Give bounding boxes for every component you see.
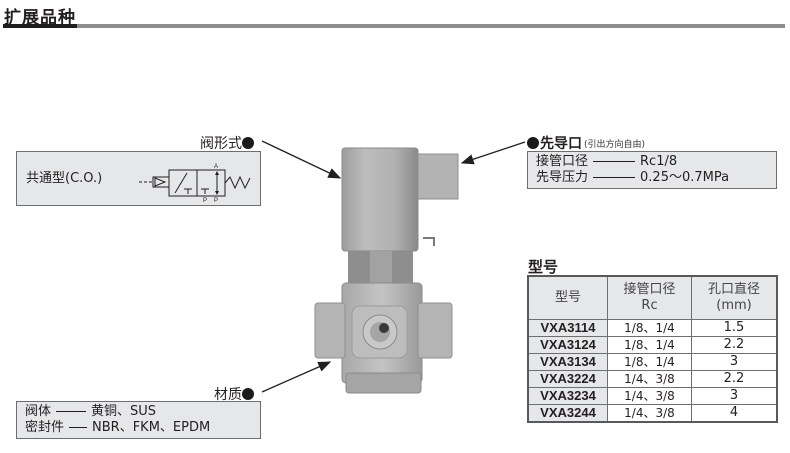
material-label: 材质 (214, 384, 254, 404)
pilot-port-label: 先导口 (引出方向自由) (527, 133, 645, 153)
valve-type-box: 共通型(C.O.) A P P (16, 151, 261, 206)
cell-orifice: 4 (691, 404, 778, 423)
cell-model: VXA3224 (527, 370, 608, 388)
leader-line (593, 161, 636, 162)
pilot-port-box: 接管口径 Rc1/8 先导压力 0.25～0.7MPa (527, 151, 777, 189)
material-row: 阀体 黄铜、SUS (25, 404, 260, 420)
cell-port: 1/4、3/8 (607, 404, 692, 423)
header-text: 接管口径 (623, 282, 676, 297)
cell-port: 1/4、3/8 (607, 387, 692, 405)
cell-orifice: 3 (691, 353, 778, 371)
leader-line (593, 177, 636, 178)
cell-port: 1/8、1/4 (607, 353, 692, 371)
section-title: 扩展品种 (4, 8, 76, 28)
row-value: 黄铜、SUS (91, 404, 157, 419)
cell-orifice: 2.2 (691, 370, 778, 388)
header-subtext: (mm) (716, 298, 752, 313)
cell-model: VXA3124 (527, 336, 608, 354)
solenoid-coil (341, 147, 459, 252)
row-key: 密封件 (25, 420, 65, 435)
pilot-port-row: 接管口径 Rc1/8 (536, 154, 776, 170)
header-text: 型号 (554, 290, 581, 305)
title-underline-accent (3, 24, 77, 28)
header-subtext: Rc (641, 298, 658, 313)
valve-symbol-icon: A P P (139, 164, 251, 202)
cell-model: VXA3134 (527, 353, 608, 371)
bullet-dot-icon (242, 388, 254, 400)
model-table-title: 型号 (528, 258, 559, 276)
pilot-port-note: (引出方向自由) (584, 139, 646, 150)
header-text: 孔口直径 (707, 282, 760, 297)
material-row: 密封件 NBR、FKM、EPDM (25, 420, 260, 436)
cell-orifice: 3 (691, 387, 778, 405)
row-value: NBR、FKM、EPDM (92, 420, 211, 435)
cell-orifice: 1.5 (691, 319, 778, 337)
material-box: 阀体 黄铜、SUS 密封件 NBR、FKM、EPDM (16, 401, 261, 439)
leader-line (56, 411, 87, 412)
port-a-label: A (214, 164, 218, 170)
port-p-label: P (203, 198, 207, 202)
pilot-port-arrow (460, 141, 526, 165)
valve-type-label-text: 阀形式 (200, 136, 242, 152)
pilot-port-label-text: 先导口 (540, 136, 582, 152)
pilot-port-row: 先导压力 0.25～0.7MPa (536, 170, 776, 186)
header-model: 型号 (527, 275, 608, 320)
cell-model: VXA3234 (527, 387, 608, 405)
cell-model: VXA3244 (527, 404, 608, 423)
valve-type-value: 共通型(C.O.) (26, 171, 103, 186)
row-value: 0.25～0.7MPa (640, 170, 730, 185)
cell-port: 1/8、1/4 (607, 319, 692, 337)
bullet-dot-icon (242, 137, 254, 149)
row-key: 先导压力 (536, 170, 589, 185)
valve-type-label: 阀形式 (200, 133, 254, 153)
cell-model: VXA3114 (527, 319, 608, 337)
cell-port: 1/8、1/4 (607, 336, 692, 354)
row-key: 阀体 (25, 404, 52, 419)
row-value: Rc1/8 (640, 154, 678, 169)
bullet-dot-icon (527, 137, 539, 149)
cell-orifice: 2.2 (691, 336, 778, 354)
port-p-label: P (214, 198, 218, 202)
title-underline (3, 24, 785, 28)
armature-stem (348, 251, 413, 283)
cell-port: 1/4、3/8 (607, 370, 692, 388)
header-orifice: 孔口直径(mm) (691, 275, 778, 320)
leader-line (69, 427, 88, 428)
valve-type-arrow (261, 140, 342, 179)
material-arrow (261, 361, 332, 393)
material-label-text: 材质 (214, 387, 242, 403)
valve-body (314, 282, 453, 394)
row-key: 接管口径 (536, 154, 589, 169)
